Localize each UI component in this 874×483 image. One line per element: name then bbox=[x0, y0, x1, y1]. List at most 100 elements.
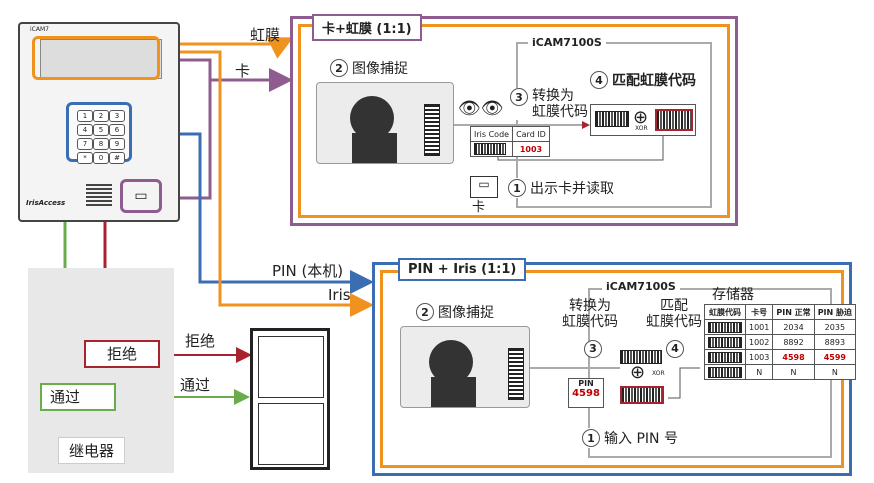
stored-iris-code bbox=[708, 336, 742, 348]
pin-link-label: PIN (本机) bbox=[272, 262, 344, 280]
door-lower bbox=[258, 403, 324, 465]
table-cell: 4599 bbox=[813, 349, 857, 365]
pass-label: 通过 bbox=[180, 376, 211, 394]
iris-link-label: 虹膜 bbox=[250, 26, 281, 44]
card-icon-label: 卡 bbox=[472, 200, 486, 215]
brand-logo: IrisAccess bbox=[26, 199, 66, 207]
speaker-grille bbox=[86, 184, 112, 206]
reject-label: 拒绝 bbox=[185, 332, 216, 350]
storage-header: PIN 胁迫 bbox=[813, 304, 857, 320]
storage-title: 存储器 bbox=[712, 287, 754, 303]
table-cell: 2035 bbox=[813, 319, 857, 335]
top-iris-scanner bbox=[424, 104, 440, 156]
keypad-key[interactable]: 1 bbox=[77, 110, 93, 122]
reject-box: 拒绝 bbox=[84, 340, 160, 368]
bottom-step4-circle: 4 bbox=[666, 338, 688, 358]
bottom-iris-code-b bbox=[620, 386, 664, 404]
table-cell: 1001 bbox=[744, 319, 774, 335]
table-cell: 8893 bbox=[813, 334, 857, 350]
keypad-key[interactable]: 7 bbox=[77, 138, 93, 150]
top-xor-symbol: ⊕ bbox=[633, 107, 649, 128]
bottom-panel-title: PIN + Iris (1:1) bbox=[398, 258, 527, 281]
table-cell: 4598 bbox=[772, 349, 815, 365]
storage-header: PIN 正常 bbox=[772, 304, 815, 320]
bottom-xor-label: XOR bbox=[652, 370, 665, 377]
keypad-key[interactable]: 3 bbox=[109, 110, 125, 122]
stored-iris-code bbox=[708, 351, 742, 363]
keypad-key[interactable]: # bbox=[109, 152, 125, 164]
table-cell: 1003 bbox=[744, 349, 774, 365]
bottom-step3-text: 转换为 虹膜代码 bbox=[562, 298, 618, 330]
door-upper bbox=[258, 336, 324, 398]
top-outer-frame bbox=[290, 16, 738, 226]
eyes-icon: 👁👁 bbox=[458, 98, 504, 119]
keypad-key[interactable]: * bbox=[77, 152, 93, 164]
table-cell: 2034 bbox=[772, 319, 815, 335]
table-cell: N bbox=[772, 364, 815, 380]
bottom-xor-symbol: ⊕ bbox=[630, 362, 646, 383]
storage-header: 虹膜代码 bbox=[704, 304, 746, 320]
card-reader-highlight: ▭ bbox=[120, 179, 162, 213]
top-device-frame bbox=[516, 42, 712, 208]
bottom-step4-text: 匹配 虹膜代码 bbox=[646, 298, 702, 330]
top-iris-code-a bbox=[595, 111, 629, 127]
door-panel bbox=[250, 328, 330, 470]
top-device-label: iCAM7100S bbox=[528, 36, 606, 49]
keypad-key[interactable]: 2 bbox=[93, 110, 109, 122]
iris-camera-highlight bbox=[32, 36, 160, 80]
bottom-device-label: iCAM7100S bbox=[602, 280, 680, 293]
top-iris-code-b bbox=[655, 109, 693, 131]
table-cell: 1002 bbox=[744, 334, 774, 350]
pin-box: PIN 4598 bbox=[568, 378, 604, 408]
table-cell: N bbox=[744, 364, 774, 380]
table-cell bbox=[704, 349, 746, 365]
pass-box: 通过 bbox=[40, 383, 116, 411]
top-card-code bbox=[474, 143, 506, 155]
keypad-key[interactable]: 6 bbox=[109, 124, 125, 136]
table-cell: N bbox=[813, 364, 857, 380]
stored-iris-code bbox=[708, 366, 742, 378]
iris-bottom-link-label: Iris bbox=[328, 286, 351, 304]
card-icon: ▭ bbox=[470, 176, 498, 198]
bottom-iris-scanner bbox=[508, 348, 524, 400]
stored-iris-code bbox=[708, 321, 742, 333]
keypad-key[interactable]: 8 bbox=[93, 138, 109, 150]
table-cell bbox=[704, 319, 746, 335]
keypad-key[interactable]: 9 bbox=[109, 138, 125, 150]
device-model-label: iCAM7 bbox=[30, 26, 49, 33]
keypad-key[interactable]: 4 bbox=[77, 124, 93, 136]
table-cell: 8892 bbox=[772, 334, 815, 350]
face-silhouette-bottom bbox=[429, 340, 476, 407]
storage-header: 卡号 bbox=[744, 304, 774, 320]
top-match-box: ⊕ XOR bbox=[590, 104, 696, 136]
keypad-key[interactable]: 0 bbox=[93, 152, 109, 164]
relay-label: 继电器 bbox=[58, 437, 126, 464]
bottom-iris-code-a bbox=[620, 350, 662, 364]
face-silhouette bbox=[350, 96, 397, 163]
card-link-label: 卡 bbox=[235, 62, 251, 80]
bottom-face-image bbox=[400, 326, 530, 408]
keypad-key[interactable]: 5 bbox=[93, 124, 109, 136]
device-screen bbox=[40, 39, 162, 79]
top-panel-title: 卡+虹膜 (1:1) bbox=[312, 14, 422, 41]
top-xor-label: XOR bbox=[635, 125, 648, 132]
bottom-match-box: ⊕ XOR bbox=[620, 350, 666, 404]
table-cell bbox=[704, 364, 746, 380]
bottom-step3-circle: 3 bbox=[584, 338, 606, 358]
table-cell bbox=[704, 334, 746, 350]
